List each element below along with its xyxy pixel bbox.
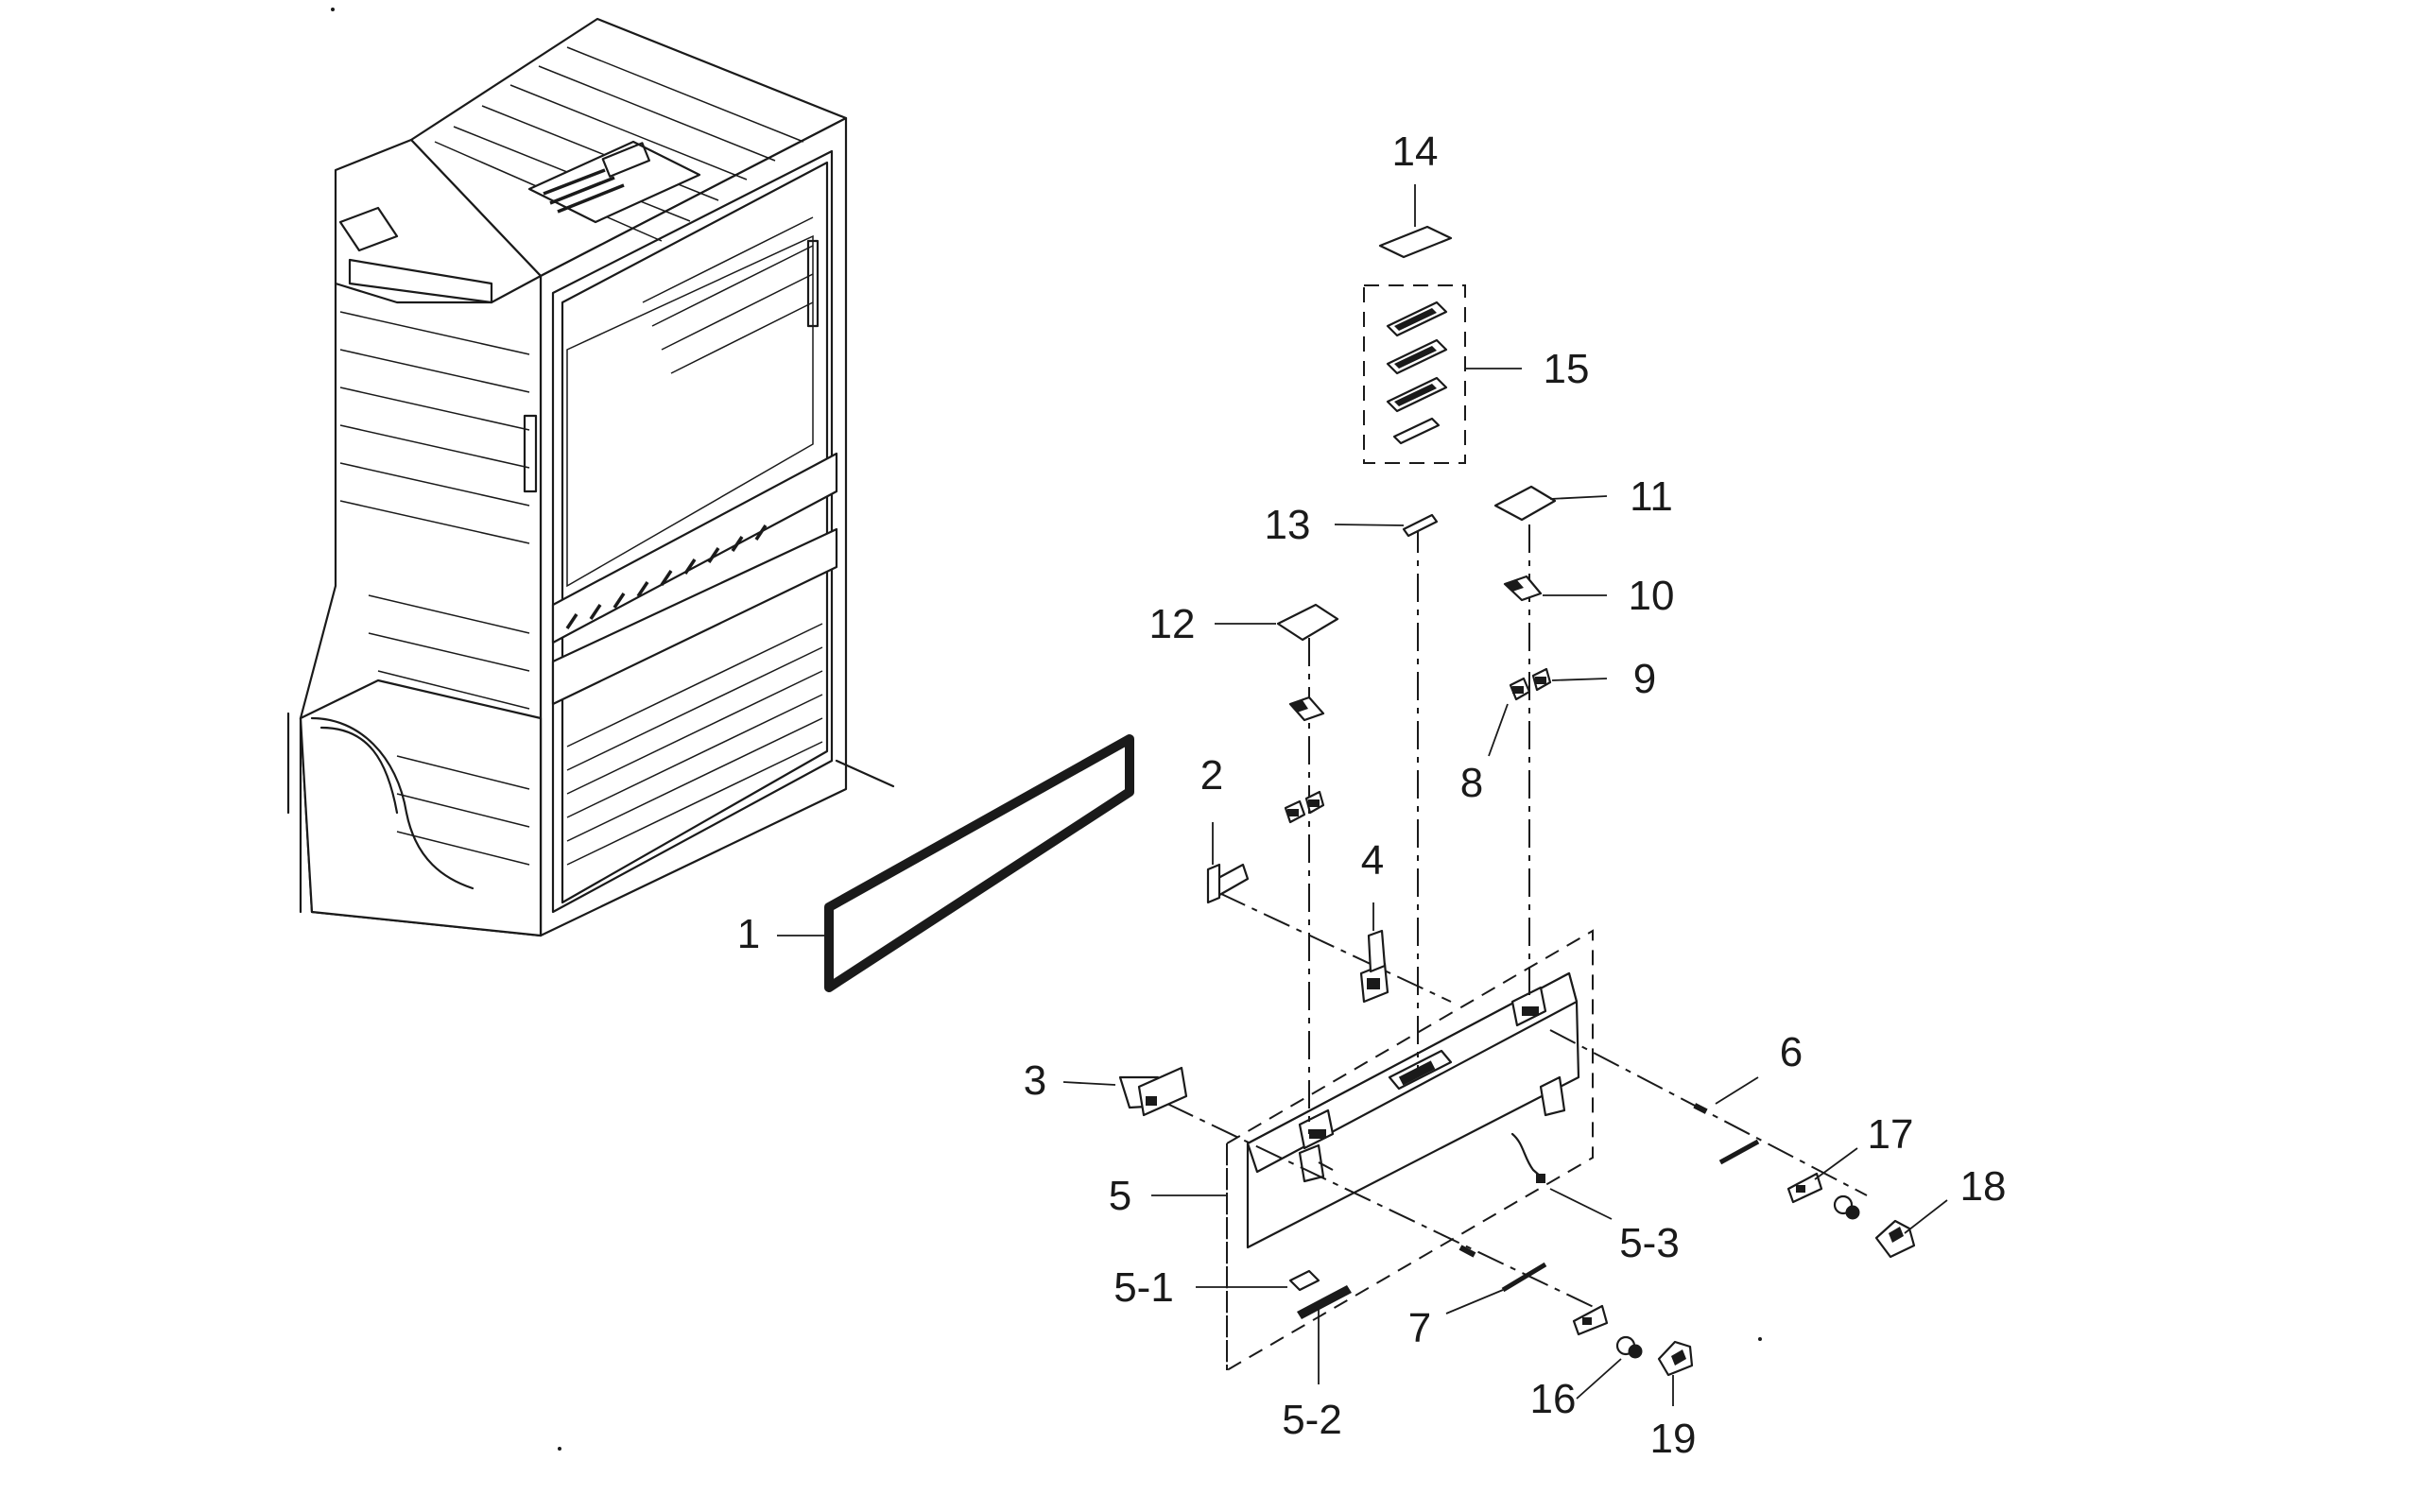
- part-12-cover: 12: [1149, 601, 1339, 647]
- part-18-cover: 18: [1874, 1163, 2007, 1259]
- scan-dot: [1758, 1337, 1762, 1341]
- label-2: 2: [1200, 752, 1223, 799]
- part-5-2-strip: 5-2: [1282, 1285, 1352, 1443]
- label-6: 6: [1780, 1029, 1803, 1075]
- label-5-3: 5-3: [1619, 1220, 1680, 1266]
- part-15-set: 15: [1363, 284, 1590, 464]
- label-4: 4: [1361, 837, 1384, 884]
- label-16: 16: [1530, 1376, 1577, 1422]
- label-9: 9: [1633, 656, 1656, 702]
- label-10: 10: [1629, 573, 1675, 619]
- part-8-9-bushings: 8 9: [1284, 656, 1656, 824]
- door-gasket: 1: [737, 734, 1134, 992]
- label-5-2: 5-2: [1282, 1397, 1342, 1443]
- label-12: 12: [1149, 601, 1196, 647]
- label-18: 18: [1960, 1163, 2007, 1210]
- label-17: 17: [1868, 1111, 1914, 1158]
- drawer-front-assembly: [1226, 929, 1594, 1372]
- part-7-rod: 7: [1408, 1245, 1547, 1351]
- label-13: 13: [1265, 502, 1311, 548]
- label-1: 1: [737, 911, 760, 957]
- label-15: 15: [1544, 346, 1590, 392]
- refrigerator-cabinet: [286, 17, 895, 937]
- part-11-cover: 11: [1493, 473, 1673, 522]
- part-4-hinge: 4: [1359, 837, 1389, 1004]
- label-5: 5: [1109, 1173, 1131, 1219]
- part-16-screw: 16: [1530, 1304, 1643, 1422]
- part-13-strip: 13: [1265, 502, 1439, 548]
- label-8: 8: [1460, 760, 1483, 806]
- part-6-pin: 6: [1693, 1029, 1803, 1114]
- part-5-3-wire: 5-3: [1510, 1132, 1680, 1266]
- scan-dot: [331, 8, 335, 11]
- label-7: 7: [1408, 1305, 1431, 1351]
- label-19: 19: [1650, 1416, 1697, 1462]
- scan-dot: [558, 1447, 561, 1451]
- label-5-1: 5-1: [1113, 1264, 1174, 1311]
- part-19-cover: 19: [1650, 1340, 1697, 1462]
- part-14-pad: 14: [1378, 129, 1453, 259]
- part-17-cap: 17: [1718, 1111, 1914, 1220]
- part-3-hinge: 3: [1024, 1057, 1188, 1117]
- part-10-lever: 10: [1288, 573, 1675, 722]
- part-2-bracket: 2: [1200, 752, 1250, 904]
- part-5-1-pad: 5-1: [1113, 1264, 1320, 1311]
- part-5-leader: 5: [1109, 1173, 1227, 1219]
- label-3: 3: [1024, 1057, 1046, 1104]
- label-14: 14: [1392, 129, 1439, 175]
- label-11: 11: [1630, 473, 1673, 520]
